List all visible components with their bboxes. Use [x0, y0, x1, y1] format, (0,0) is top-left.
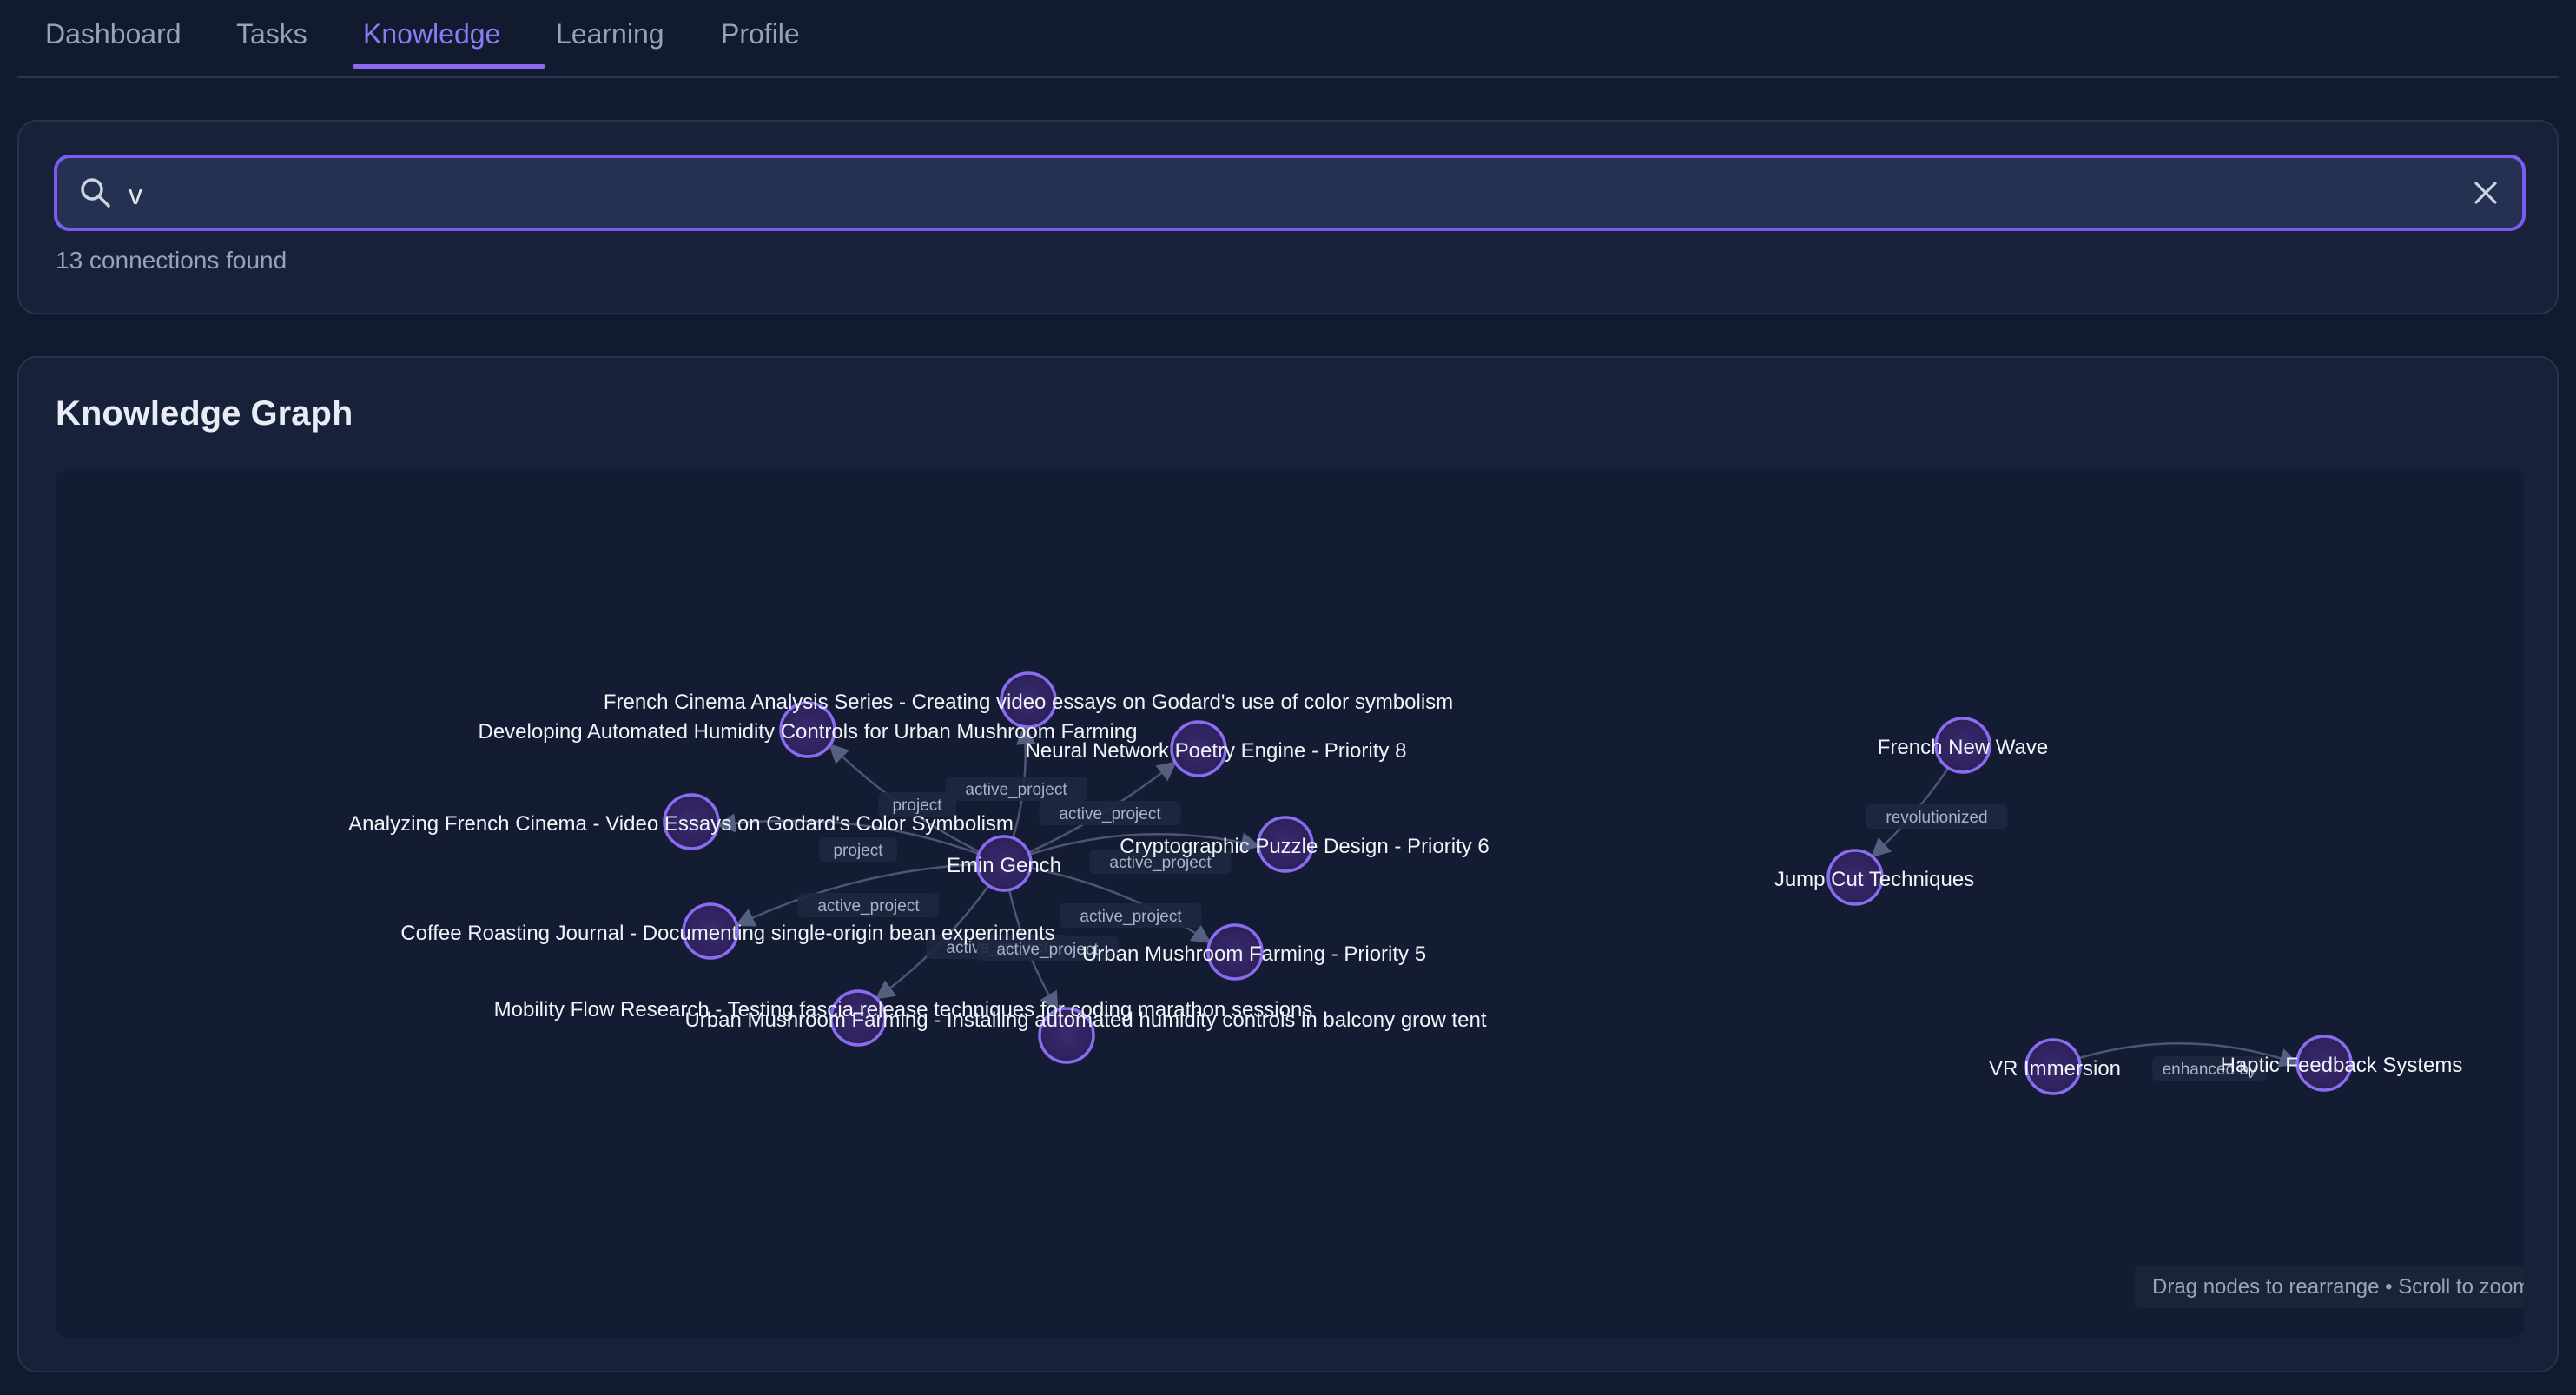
node-label: Cryptographic Puzzle Design - Priority 6 [1120, 835, 1489, 858]
node-label: French Cinema Analysis Series - Creating… [604, 691, 1453, 714]
node-label: Analyzing French Cinema - Video Essays o… [348, 812, 1014, 836]
search-panel: 13 connections found [17, 120, 2559, 314]
tab-knowledge[interactable]: Knowledge [363, 18, 501, 50]
edge-label-background [1089, 850, 1232, 874]
edge-label: active_project [1059, 805, 1161, 823]
active-tab-indicator [353, 64, 545, 69]
result-count: 13 connections found [56, 247, 287, 274]
node-label: Neural Network Poetry Engine - Priority … [1026, 739, 1407, 763]
graph-node[interactable] [2024, 1038, 2082, 1095]
tab-learning[interactable]: Learning [556, 18, 664, 50]
graph-title: Knowledge Graph [56, 394, 353, 433]
edge-label-background [1039, 801, 1181, 825]
graph-node[interactable] [1257, 816, 1314, 873]
edge-label-background [945, 777, 1087, 801]
node-label: Haptic Feedback Systems [2221, 1054, 2463, 1077]
node-label: Jump Cut Techniques [1774, 868, 1974, 891]
node-label: Developing Automated Humidity Controls f… [479, 720, 1138, 744]
graph-node[interactable] [663, 793, 720, 850]
tab-dashboard[interactable]: Dashboard [45, 18, 182, 50]
edge-label: project [892, 797, 942, 815]
graph-edge [716, 813, 1005, 865]
search-icon [81, 178, 110, 208]
edge-label: project [833, 842, 883, 860]
edge-label: enhanced by [2163, 1061, 2257, 1079]
node-label: Coffee Roasting Journal - Documenting si… [400, 922, 1054, 945]
edge-label-background [2152, 1056, 2267, 1081]
edge-label: active_project [965, 781, 1067, 799]
node-label: Urban Mushroom Farming - Priority 5 [1082, 942, 1426, 966]
graph-node[interactable] [2295, 1035, 2353, 1092]
node-label: French New Wave [1878, 736, 2049, 759]
close-icon[interactable] [2472, 179, 2500, 207]
graph-node[interactable] [682, 902, 739, 960]
graph-node[interactable] [1206, 923, 1264, 981]
edge-label-background [819, 837, 897, 862]
edge-label-background [797, 893, 940, 917]
edge-label: revolutionized [1886, 809, 1987, 827]
tab-profile[interactable]: Profile [721, 18, 800, 50]
edge-label: active_project [996, 941, 1099, 959]
graph-edge [2052, 1041, 2300, 1068]
edge-label-background [1866, 804, 2008, 829]
graph-edge [1003, 832, 1261, 865]
graph-hint: Drag nodes to rearrange • Scroll to zoom [2135, 1266, 2524, 1308]
node-label: Urban Mushroom Farming - Installing auto… [684, 1008, 1486, 1032]
edge-label: active_project [817, 897, 920, 916]
search-input[interactable] [127, 170, 2423, 219]
search-box[interactable] [54, 155, 2526, 231]
graph-node[interactable] [1000, 671, 1057, 729]
tab-tasks[interactable]: Tasks [236, 18, 307, 50]
nav-tabs: Dashboard Tasks Knowledge Learning Profi… [17, 0, 2559, 78]
edge-label: active_project [1080, 908, 1182, 926]
node-label: Emin Gench [947, 854, 1061, 877]
edge-label-background [878, 792, 956, 817]
graph-node[interactable] [1826, 849, 1884, 906]
graph-node[interactable] [1170, 720, 1227, 777]
graph-node[interactable] [829, 989, 887, 1047]
graph-node[interactable] [975, 835, 1033, 892]
node-label: VR Immersion [1989, 1057, 2121, 1081]
edge-label-background [1060, 903, 1202, 928]
graph-node[interactable] [1934, 717, 1991, 774]
graph-edge [735, 862, 1005, 927]
edge-label-background [976, 936, 1119, 961]
graph-node[interactable] [1038, 1007, 1095, 1064]
node-label: Mobility Flow Research - Testing fascia … [494, 998, 1313, 1021]
graph-node[interactable] [779, 701, 836, 758]
edge-label: active_project [1109, 854, 1212, 872]
